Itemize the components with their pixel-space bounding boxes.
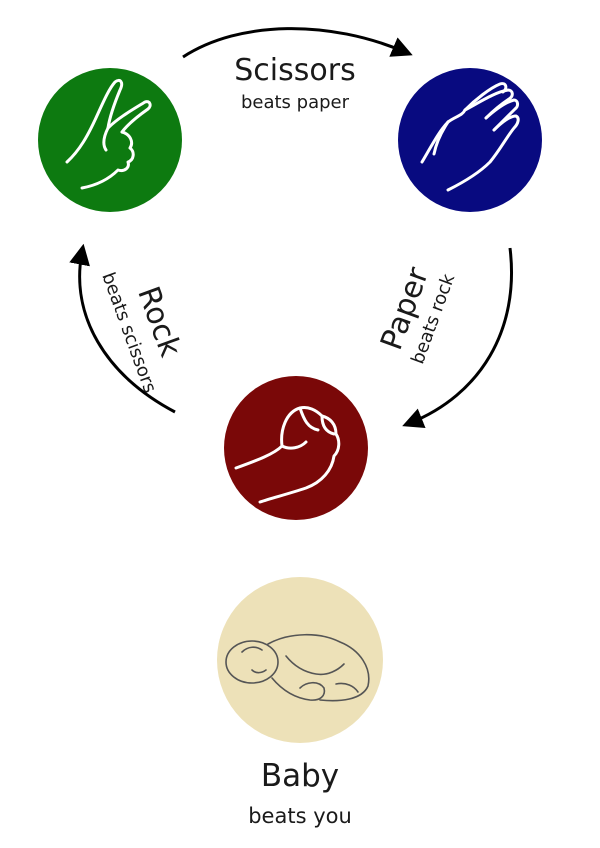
paper-hand-icon xyxy=(420,82,520,192)
paper-node xyxy=(398,68,542,212)
baby-circle xyxy=(217,577,383,743)
scissors-subtitle: beats paper xyxy=(241,92,350,113)
baby-node xyxy=(217,577,383,743)
paper-circle xyxy=(398,68,542,212)
arrow-paper-to-rock xyxy=(402,247,513,429)
arrow-rock-to-scissors xyxy=(69,243,176,414)
scissors-hand-icon xyxy=(65,78,152,190)
scissors-circle xyxy=(38,68,182,212)
scissors-label: Scissors beats paper xyxy=(234,53,355,113)
scissors-node xyxy=(38,68,182,212)
rock-node xyxy=(224,376,368,520)
baby-title: Baby xyxy=(261,758,339,794)
arrow-scissors-to-paper xyxy=(182,27,413,59)
rock-label: Rock beats scissors xyxy=(97,270,187,396)
scissors-title: Scissors xyxy=(234,53,355,88)
rock-fist-icon xyxy=(234,406,341,504)
sleeping-baby-icon xyxy=(225,633,370,702)
baby-label: Baby beats you xyxy=(248,758,352,828)
paper-label: Paper beats rock xyxy=(374,262,459,367)
baby-subtitle: beats you xyxy=(248,804,352,828)
